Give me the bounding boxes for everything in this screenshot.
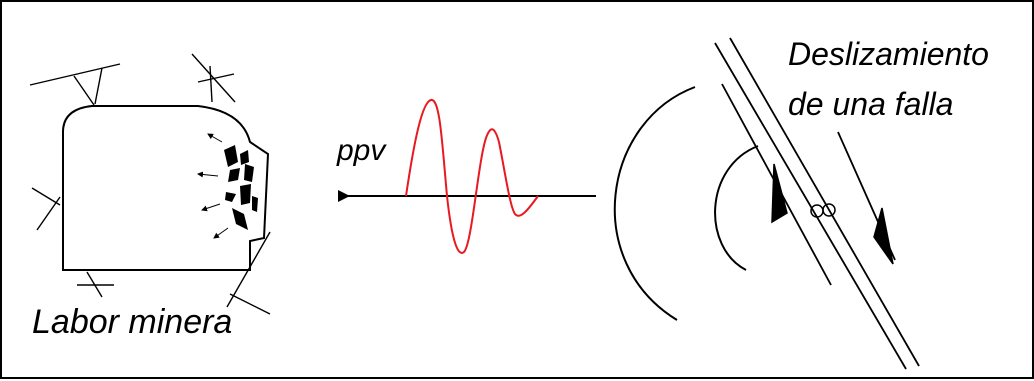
wavefront-outer <box>613 86 696 321</box>
wavefront-inner <box>714 145 759 271</box>
mine-label: Labor minera <box>32 303 233 341</box>
fault-label-line2: de una falla <box>788 86 954 122</box>
slip-indicator <box>771 163 894 265</box>
rock-fractures <box>29 53 271 315</box>
wave-label: ppv <box>337 134 386 167</box>
mine-opening-outline <box>62 105 270 271</box>
fault-label-line1: Deslizamiento <box>788 36 989 72</box>
ejection-arrows <box>197 133 229 239</box>
rock-fragments <box>224 145 258 230</box>
seismic-waveform <box>405 99 539 254</box>
